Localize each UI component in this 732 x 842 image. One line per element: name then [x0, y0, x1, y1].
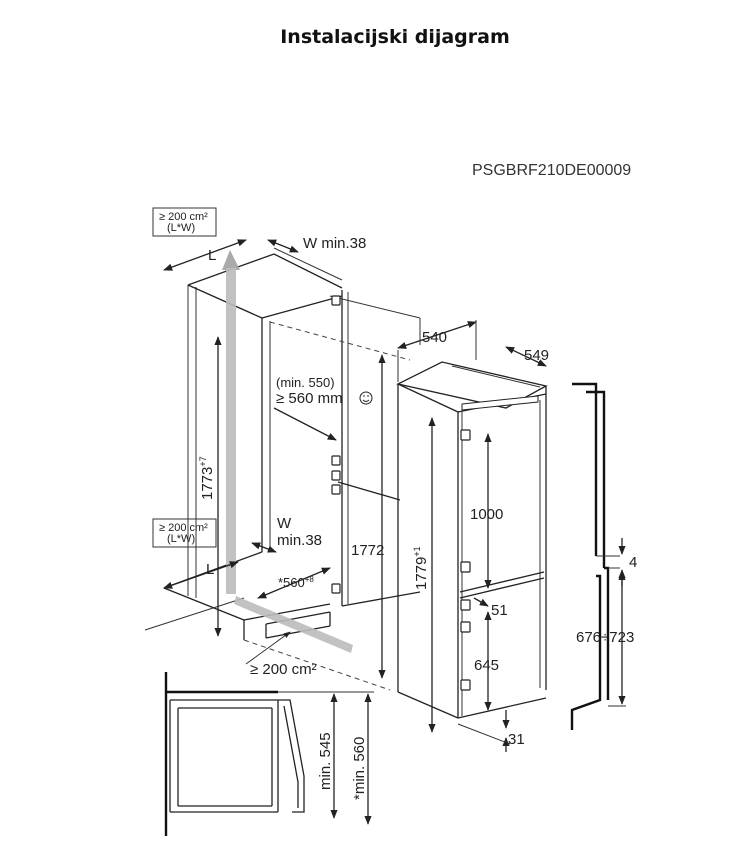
appliance-height-label: 1779+1: [412, 546, 430, 590]
vent-bottom-width-label-2: min.38: [277, 532, 322, 549]
page-title: Instalacijski dijagram: [280, 26, 510, 48]
niche-depth-min: (min. 550): [276, 375, 335, 390]
door-gap: 51: [491, 602, 508, 619]
vent-top-width-label: W min.38: [303, 235, 366, 252]
smile-icon: [359, 391, 373, 405]
vent-bottom-box: ≥ 200 cm² (L*W): [152, 518, 217, 548]
appliance-depth: 540: [422, 329, 447, 346]
vent-top-dims: (L*W): [167, 222, 195, 234]
profile-range: 676÷723: [576, 629, 634, 646]
niche-height-sup: +7: [198, 456, 208, 466]
profile-gap: 4: [629, 554, 637, 571]
section-min-b: *min. 560: [351, 737, 368, 800]
vent-bottom-dims: (L*W): [167, 533, 195, 545]
appliance-height-value: 1779: [413, 557, 430, 590]
vent-top-box: ≥ 200 cm² (L*W): [152, 207, 217, 237]
niche-width-sup: +8: [305, 575, 315, 584]
niche-depth: ≥ 560 mm: [276, 390, 343, 407]
vent-bottom-width-label-1: W: [277, 515, 292, 532]
vent-base-area: ≥ 200 cm²: [250, 661, 317, 678]
appliance-width: 549: [524, 347, 549, 364]
niche-width-label: *560+8: [278, 575, 314, 590]
niche-height-label: 1773+7: [198, 456, 216, 500]
vent-top-length-label: L: [208, 247, 216, 264]
niche-dimension-lines: L W min.38 L W min.38 1773+7 1772 (min. …: [163, 235, 386, 679]
appliance-height-sup: +1: [412, 546, 422, 556]
niche-width-value: *560: [278, 575, 305, 590]
vent-top-area: ≥ 200 cm²: [159, 211, 208, 223]
bottom-gap: 31: [508, 731, 525, 748]
appliance: [396, 361, 548, 719]
appliance-dimension-lines: 540 549 1779+1 1000 51 645 31: [397, 320, 549, 752]
side-profile: 4 676÷723: [570, 382, 637, 730]
section-view: min. 545 *min. 560: [164, 672, 374, 836]
upper-door-height: 1000: [470, 506, 503, 523]
vent-bottom-length-label: L: [206, 561, 214, 578]
model-code: PSGBRF210DE00009: [472, 162, 631, 179]
section-min-a: min. 545: [317, 732, 334, 790]
niche-inner-height: 1772: [351, 542, 384, 559]
niche-height-value: 1773: [199, 467, 216, 500]
niche-cabinet: [144, 247, 421, 691]
lower-door-height: 645: [474, 657, 499, 674]
